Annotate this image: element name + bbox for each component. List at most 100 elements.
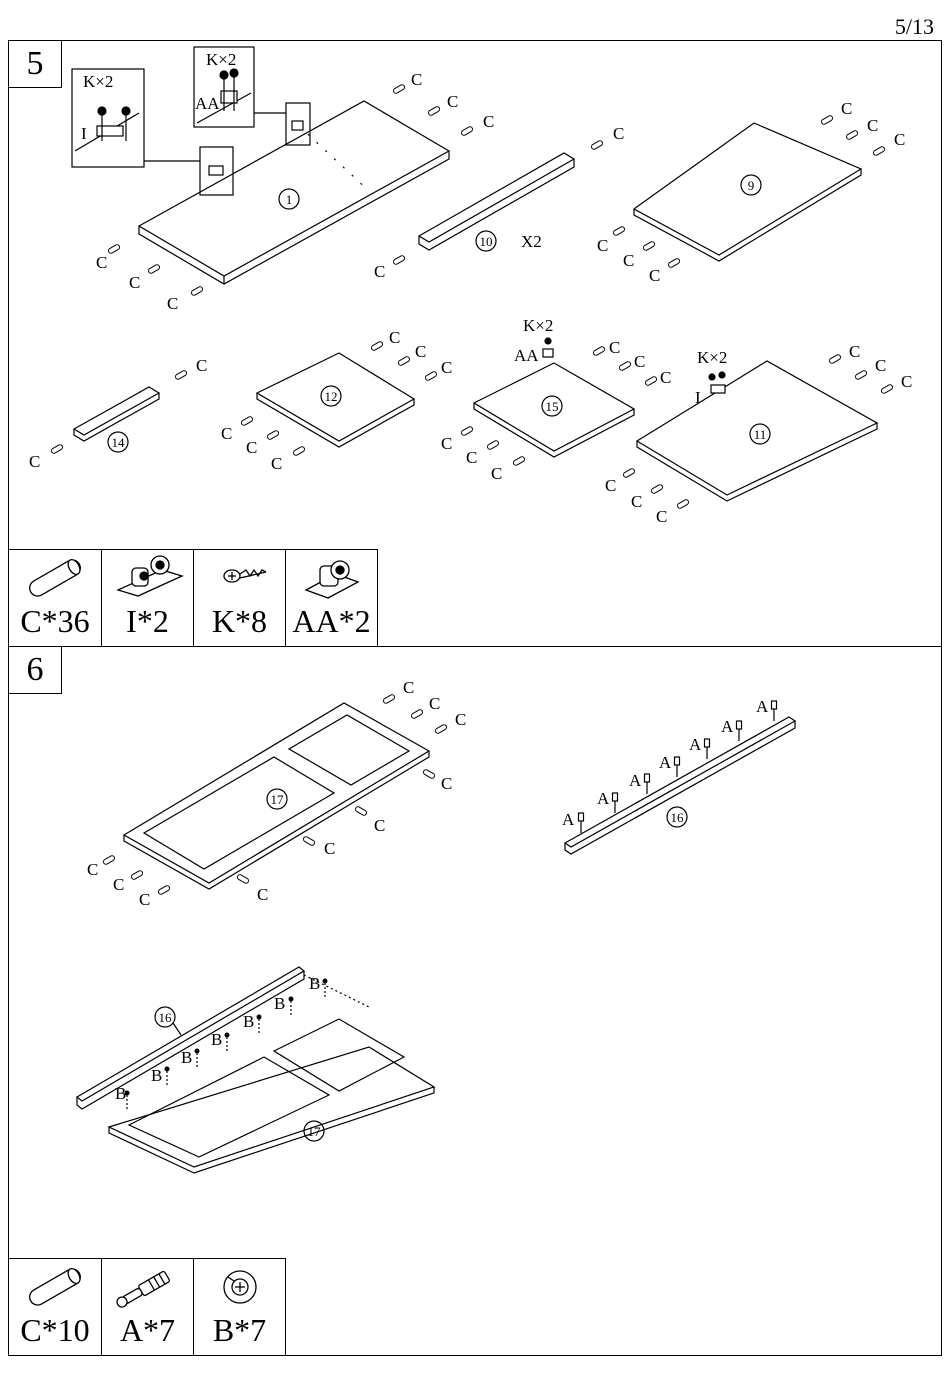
label-c: C	[87, 860, 98, 879]
parts-list: C*10 A*7	[9, 1258, 286, 1355]
label-c: C	[257, 885, 268, 904]
part-a: A*7	[101, 1259, 193, 1355]
part-label-16: 16	[159, 1010, 173, 1025]
cam-lock-icon	[194, 1259, 286, 1319]
part-label-14: 14	[112, 435, 126, 450]
label-c: C	[605, 476, 616, 495]
label-c: C	[139, 890, 150, 909]
page-number: 5/13	[895, 14, 934, 40]
label-c: C	[411, 70, 422, 89]
label-c: C	[196, 356, 207, 375]
label-c: C	[441, 774, 452, 793]
label-aa: AA	[195, 94, 220, 113]
part-label-1: 1	[286, 192, 293, 207]
part-label-17: 17	[308, 1124, 322, 1139]
part-qty: K*8	[194, 603, 285, 640]
label-b: B	[309, 974, 320, 993]
label-c: C	[113, 875, 124, 894]
screw-icon	[194, 550, 286, 610]
part-i: I*2	[101, 550, 193, 646]
label-b: B	[181, 1048, 192, 1067]
label-b: B	[243, 1012, 254, 1031]
part-qty: I*2	[102, 603, 193, 640]
label-p10x: X2	[521, 232, 542, 251]
step-5-diagram: C C C C C C C C C C C C C C C C C C C C …	[9, 41, 941, 549]
label-c: C	[129, 273, 140, 292]
label-c: C	[221, 424, 232, 443]
dowel-icon	[9, 1259, 101, 1319]
part-label-11: 11	[754, 427, 767, 442]
label-a: A	[756, 697, 769, 716]
label-c: C	[441, 358, 452, 377]
label-c: C	[389, 328, 400, 347]
label-b: B	[274, 994, 285, 1013]
part-label-17: 17	[271, 792, 285, 807]
assembly-16-17	[77, 967, 434, 1173]
label-c: C	[374, 262, 385, 281]
label-c: C	[415, 342, 426, 361]
dowel-icon	[9, 550, 101, 610]
label-b: B	[151, 1066, 162, 1085]
label-c: C	[429, 694, 440, 713]
part-qty: A*7	[102, 1312, 193, 1349]
label-c: C	[634, 352, 645, 371]
label-i: I	[695, 388, 701, 407]
label-c: C	[867, 116, 878, 135]
label-c: C	[841, 99, 852, 118]
part-c: C*10	[9, 1259, 101, 1355]
part-label-12: 12	[325, 389, 338, 404]
label-a: A	[562, 810, 575, 829]
part-qty: C*10	[9, 1312, 101, 1349]
label-b: B	[115, 1084, 126, 1103]
label-a: A	[597, 789, 610, 808]
label-c: C	[96, 253, 107, 272]
label-c: C	[441, 434, 452, 453]
label-c: C	[901, 372, 912, 391]
label-i: I	[81, 124, 87, 143]
label-c: C	[597, 236, 608, 255]
label-c: C	[656, 507, 667, 526]
label-c: C	[849, 342, 860, 361]
label-b: B	[211, 1030, 222, 1049]
label-c: C	[483, 112, 494, 131]
part-c: C*36	[9, 550, 101, 646]
label-c: C	[491, 464, 502, 483]
label-a: A	[659, 753, 672, 772]
part-aa: AA*2	[285, 550, 377, 646]
label-c: C	[875, 356, 886, 375]
label-c: C	[649, 266, 660, 285]
part-label-10: 10	[480, 234, 493, 249]
label-a: A	[689, 735, 702, 754]
part-qty: C*36	[9, 603, 101, 640]
label-c: C	[613, 124, 624, 143]
label-c: C	[29, 452, 40, 471]
label-a: A	[629, 771, 642, 790]
parts-list: C*36 I*2	[9, 549, 378, 646]
part-qty: AA*2	[286, 603, 377, 640]
step-6-panel: 6	[8, 646, 942, 1356]
label-c: C	[894, 130, 905, 149]
part-k: K*8	[193, 550, 285, 646]
label-aa: AA	[514, 346, 539, 365]
label-c: C	[609, 338, 620, 357]
label-k2: K×2	[523, 316, 553, 335]
part-qty: B*7	[194, 1312, 285, 1349]
rail-16	[565, 701, 795, 854]
label-c: C	[466, 448, 477, 467]
part-b: B*7	[193, 1259, 285, 1355]
part-label-16: 16	[671, 810, 685, 825]
label-c: C	[246, 438, 257, 457]
label-c: C	[374, 816, 385, 835]
label-c: C	[271, 454, 282, 473]
cam-bolt-icon	[102, 1259, 194, 1319]
step-5-panel: 5	[8, 40, 942, 647]
step-6-diagram: C C C C C C C C C C A A A A A A A B B B …	[9, 647, 941, 1257]
label-c: C	[324, 839, 335, 858]
single-bracket-icon	[286, 550, 378, 610]
hinge-bracket-icon	[102, 550, 194, 610]
label-k2: K×2	[83, 72, 113, 91]
label-k2: K×2	[697, 348, 727, 367]
label-a: A	[721, 717, 734, 736]
label-c: C	[167, 294, 178, 313]
label-c: C	[455, 710, 466, 729]
